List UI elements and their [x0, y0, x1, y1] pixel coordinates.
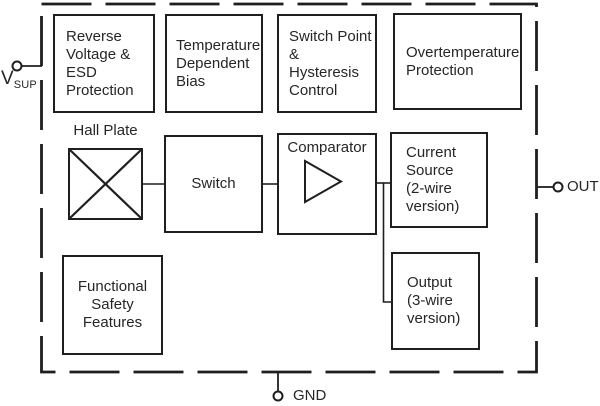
reverse-voltage-esd-protection-block: Reverse Voltage & ESD Protection [53, 14, 155, 113]
vsup-terminal-icon [11, 60, 23, 72]
current-source-2wire-label: Current Source (2-wire version) [406, 144, 460, 215]
current-source-2wire-block: Current Source (2-wire version) [390, 132, 488, 228]
out-terminal-label: OUT [567, 178, 599, 195]
switch-point-hysteresis-control-block: Switch Point & Hysteresis Control [277, 14, 377, 113]
gnd-terminal-label: GND [293, 387, 327, 404]
hall-plate-cross-icon [69, 149, 142, 219]
vsup-main-text: V [1, 68, 14, 89]
functional-safety-features-label: Functional Safety Features [77, 278, 148, 331]
chip-boundary-dashed-border [40, 2, 538, 374]
output-3wire-block: Output (3-wire version) [391, 252, 480, 350]
comparator-triangle-icon [304, 159, 344, 204]
reverse-voltage-esd-protection-label: Reverse Voltage & ESD Protection [66, 27, 134, 99]
switch-block: Switch [164, 135, 263, 233]
comparator-to-output-wire [382, 183, 391, 303]
comparator-block: Comparator [277, 133, 377, 235]
hall-plate-block [68, 148, 143, 220]
vsup-subscript-text: SUP [13, 79, 37, 91]
functional-safety-features-block: Functional Safety Features [62, 255, 163, 355]
comparator-label: Comparator [287, 139, 367, 156]
switch-point-hysteresis-control-label: Switch Point & Hysteresis Control [289, 27, 372, 99]
vsup-terminal-label: VSUP [1, 68, 37, 93]
temperature-dependent-bias-block: Temperature Dependent Bias [165, 14, 263, 113]
output-3wire-label: Output (3-wire version) [407, 274, 461, 327]
temperature-dependent-bias-label: Temperature Dependent Bias [176, 36, 261, 90]
hall-plate-label: Hall Plate [73, 122, 138, 139]
switch-label: Switch [191, 175, 236, 192]
overtemperature-protection-label: Overtemperature Protection [406, 43, 520, 79]
out-terminal-icon [552, 181, 564, 193]
overtemperature-protection-block: Overtemperature Protection [393, 13, 522, 110]
gnd-terminal-icon [272, 390, 284, 402]
